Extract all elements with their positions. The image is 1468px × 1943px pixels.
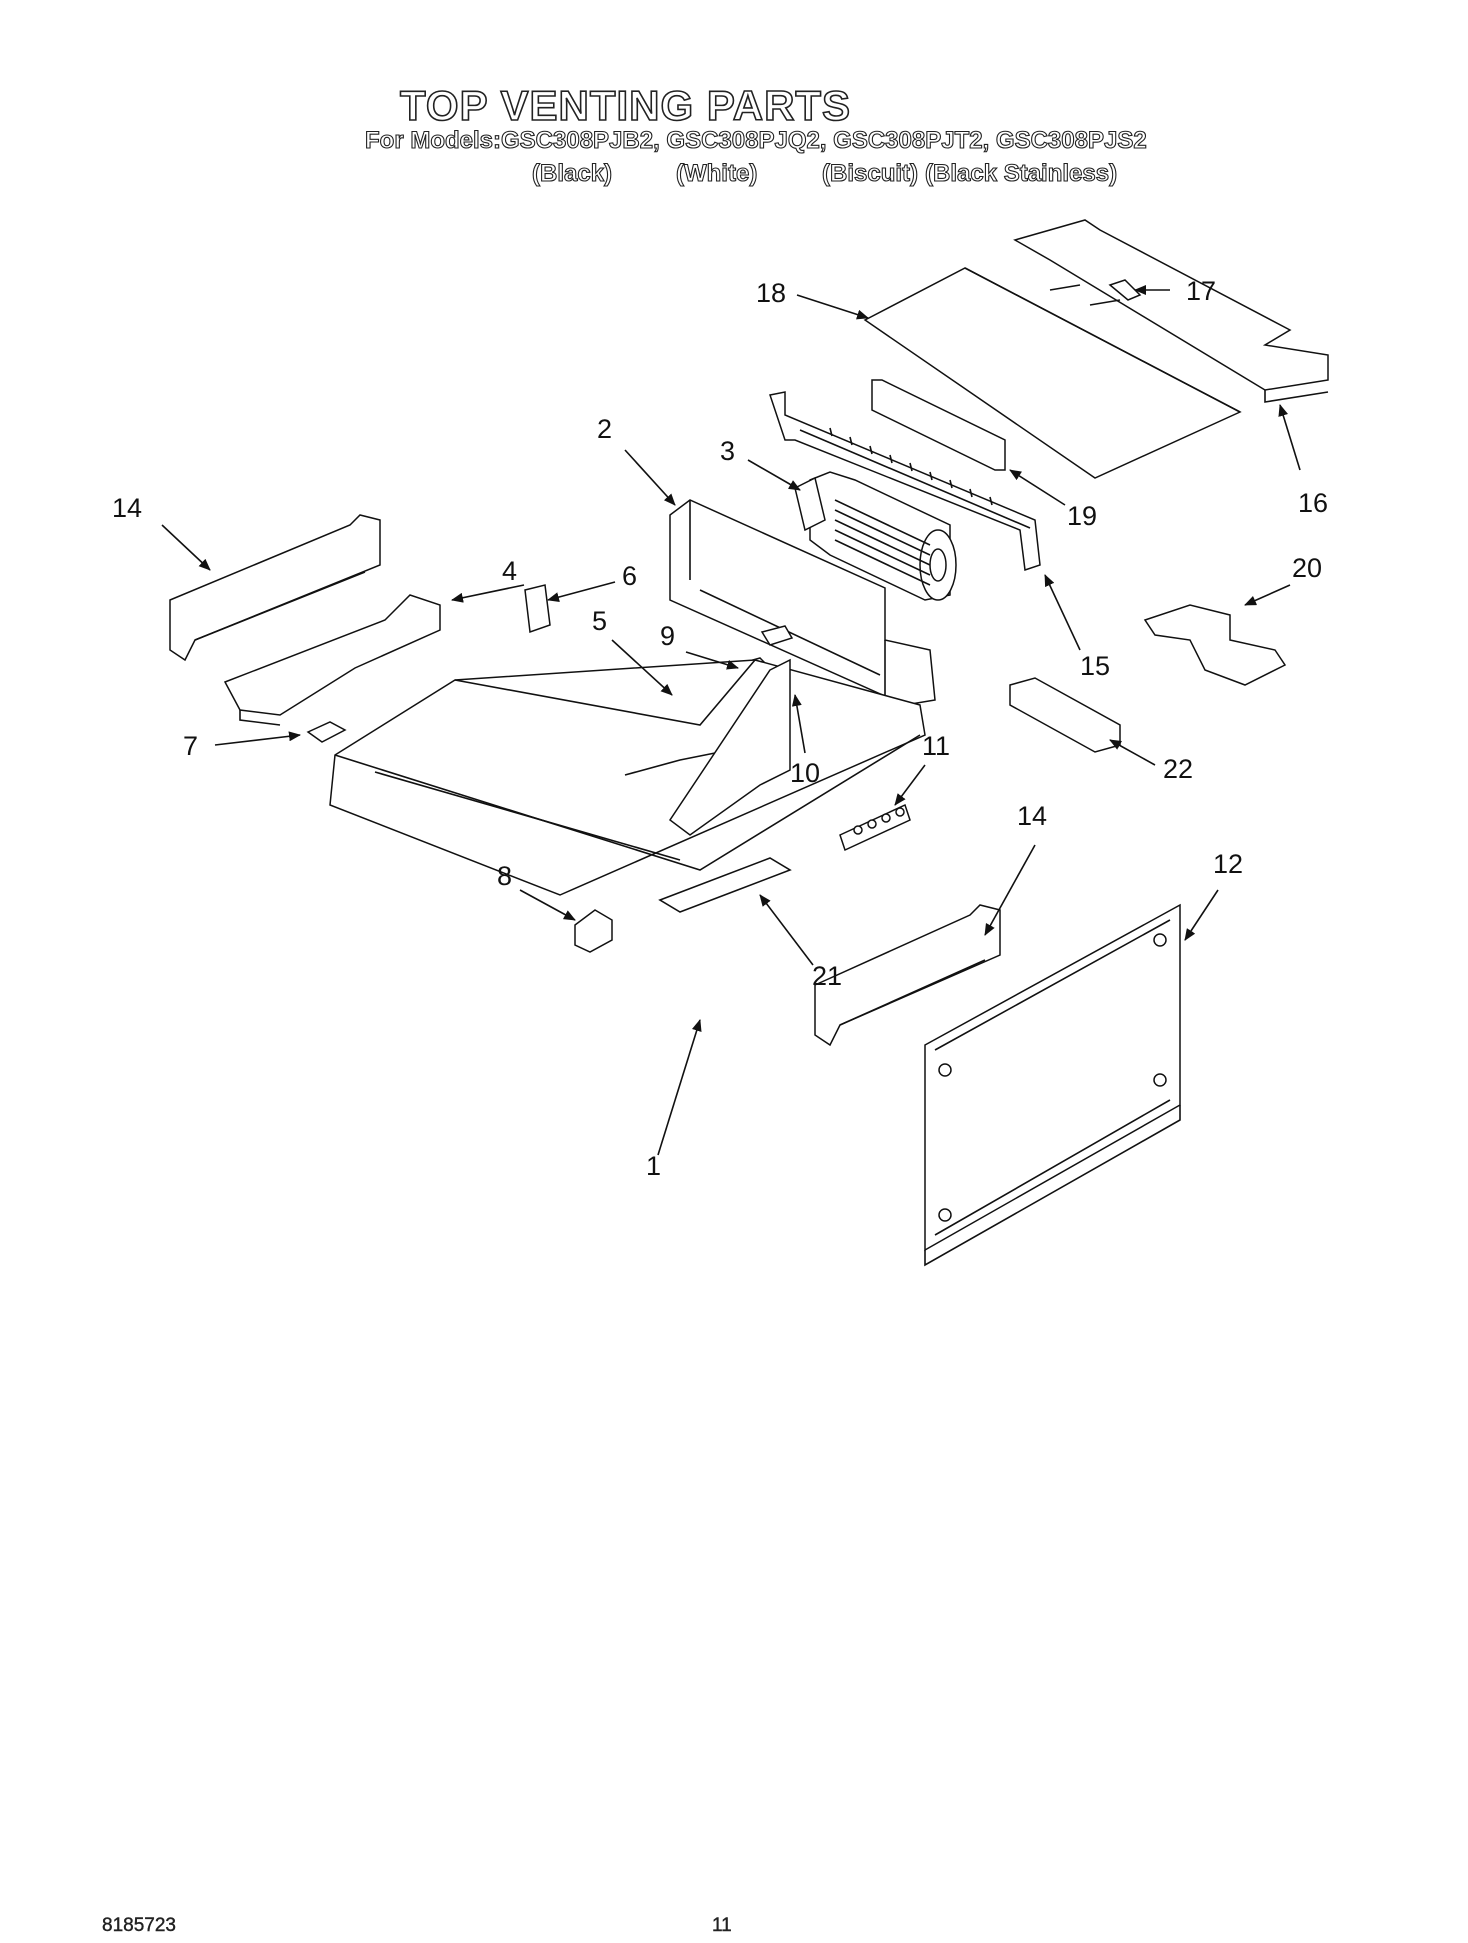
part-22-bracket — [1009, 677, 1121, 753]
callout-2: 2 — [597, 414, 612, 444]
part-2-duct — [669, 499, 936, 706]
part-12-front-panel — [924, 903, 1181, 1267]
callout-19: 19 — [1067, 501, 1097, 531]
part-18-cover — [863, 267, 1242, 479]
callout-17: 17 — [1186, 276, 1216, 306]
part-7-clip — [306, 721, 347, 743]
callout-5: 5 — [592, 606, 607, 636]
part-15-mounting-bracket — [769, 391, 1041, 572]
callout-21: 21 — [812, 961, 842, 991]
callout-18: 18 — [756, 278, 786, 308]
callout-4: 4 — [502, 556, 517, 586]
part-small-bracket — [760, 625, 794, 646]
callout-7: 7 — [183, 731, 198, 761]
color-label-biscuit: (Biscuit) — [821, 159, 918, 187]
callout-3: 3 — [720, 436, 735, 466]
part-8-bracket — [574, 909, 613, 953]
part-19-strip — [871, 379, 1006, 471]
part-21-side-panel — [668, 658, 791, 836]
callout-6: 6 — [622, 561, 637, 591]
color-label-black-stainless: (Black Stainless) — [924, 159, 1118, 187]
callout-leaders — [161, 285, 1301, 1156]
part-14-right-bracket — [814, 904, 1001, 1047]
callout-22: 22 — [1163, 754, 1193, 784]
page-title: TOP VENTING PARTS — [399, 81, 852, 130]
callout-8: 8 — [497, 861, 512, 891]
callout-14-right: 14 — [1017, 801, 1047, 831]
callout-10: 10 — [790, 758, 820, 788]
callout-14-left: 14 — [112, 493, 142, 523]
part-11-terminal-block — [839, 803, 911, 852]
part-17-bracket — [1108, 279, 1142, 301]
part-14-left-bracket — [169, 514, 381, 662]
part-20-bracket — [1143, 604, 1287, 686]
page-number: 11 — [712, 1915, 732, 1936]
part-3-blower-fan — [794, 471, 957, 601]
callout-15: 15 — [1080, 651, 1110, 681]
callout-labels: 1 2 3 4 5 6 7 8 9 10 11 12 14 14 15 16 1… — [112, 276, 1328, 1181]
callout-9: 9 — [660, 621, 675, 651]
part-1-base-chassis — [329, 659, 926, 913]
color-label-black: (Black) — [531, 159, 613, 187]
document-number: 8185723 — [102, 1915, 176, 1936]
callout-20: 20 — [1292, 553, 1322, 583]
callout-12: 12 — [1213, 849, 1243, 879]
models-line: For Models:GSC308PJB2, GSC308PJQ2, GSC30… — [364, 126, 1147, 154]
callout-1: 1 — [646, 1151, 661, 1181]
color-label-white: (White) — [675, 159, 758, 187]
part-16-top-panel — [1013, 219, 1329, 403]
part-6-switch — [524, 584, 551, 634]
callout-11: 11 — [922, 731, 950, 761]
part-4-damper-plate — [223, 594, 441, 726]
callout-16: 16 — [1298, 488, 1328, 518]
